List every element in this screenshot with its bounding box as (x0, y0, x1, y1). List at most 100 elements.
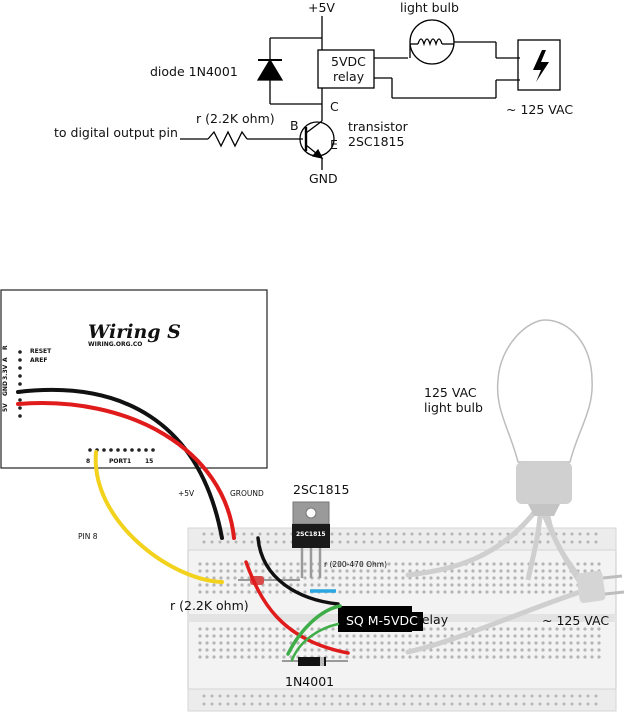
rail-hole (426, 540, 430, 544)
breadboard-hole (471, 655, 475, 659)
breadboard-hole (562, 641, 566, 645)
breadboard-hole (450, 576, 454, 580)
breadboard-hole (198, 562, 202, 566)
breadboard-hole (380, 655, 384, 659)
ground-wire-label: GROUND (230, 489, 264, 498)
breadboard-hole (247, 583, 251, 587)
rail-hole (354, 694, 358, 698)
breadboard-hole (492, 627, 496, 631)
rail-hole (338, 694, 342, 698)
breadboard-hole (569, 583, 573, 587)
breadboard-hole (555, 634, 559, 638)
breadboard-hole (443, 648, 447, 652)
breadboard-hole (261, 590, 265, 594)
board-side-pin (18, 366, 22, 370)
pin-side-a: A (2, 357, 9, 362)
breadboard-hole (415, 576, 419, 580)
breadboard-hole (555, 576, 559, 580)
rail-hole (498, 694, 502, 698)
breadboard-hole (492, 583, 496, 587)
breadboard-hole (345, 590, 349, 594)
rail-hole (266, 540, 270, 544)
rail-hole (306, 702, 310, 706)
board-pin-headers (18, 350, 155, 452)
rail-hole (578, 532, 582, 536)
breadboard-hole (555, 648, 559, 652)
rail-hole (546, 702, 550, 706)
breadboard-hole (254, 634, 258, 638)
rail-hole (410, 540, 414, 544)
rail-hole (338, 532, 342, 536)
breadboard-hole (541, 583, 545, 587)
relay-box (317, 49, 375, 89)
port-end: 15 (145, 458, 154, 465)
breadboard-hole (359, 576, 363, 580)
breadboard-hole (380, 576, 384, 580)
breadboard-hole (513, 627, 517, 631)
rail-hole (426, 702, 430, 706)
breadboard-hole (555, 569, 559, 573)
breadboard-hole (226, 569, 230, 573)
breadboard-hole (457, 641, 461, 645)
transistor-part-label: 2SC1815 (293, 482, 350, 497)
breadboard-hole (268, 583, 272, 587)
rail-hole (234, 540, 238, 544)
breadboard-hole (366, 569, 370, 573)
breadboard-hole (583, 562, 587, 566)
breadboard-hole (576, 655, 580, 659)
ac-source-symbol (517, 39, 561, 91)
breadboard-hole (569, 648, 573, 652)
breadboard-hole (506, 655, 510, 659)
breadboard-hole (471, 648, 475, 652)
rail-hole (562, 702, 566, 706)
breadboard-hole (457, 648, 461, 652)
breadboard-hole (394, 576, 398, 580)
rail-hole (354, 532, 358, 536)
breadboard-hole (394, 641, 398, 645)
breadboard-hole (478, 583, 482, 587)
board-port-pin (130, 448, 134, 452)
rail-hole (362, 694, 366, 698)
breadboard-hole (282, 655, 286, 659)
breadboard-hole (429, 583, 433, 587)
breadboard-hole (513, 569, 517, 573)
bulb-line2: light bulb (424, 400, 483, 415)
breadboard-hole (324, 583, 328, 587)
rail-hole (338, 702, 342, 706)
breadboard-hole (597, 641, 601, 645)
breadboard-hole (443, 634, 447, 638)
board-side-pin (18, 398, 22, 402)
breadboard-hole (436, 627, 440, 631)
breadboard-hole (520, 641, 524, 645)
breadboard-hole (233, 562, 237, 566)
breadboard-hole (380, 590, 384, 594)
rail-hole (522, 694, 526, 698)
breadboard-hole (296, 569, 300, 573)
breadboard-hole (226, 641, 230, 645)
breadboard-hole (303, 583, 307, 587)
breadboard-hole (345, 569, 349, 573)
breadboard-hole (541, 562, 545, 566)
breadboard-hole (254, 648, 258, 652)
breadboard-hole (583, 641, 587, 645)
breadboard-hole (233, 627, 237, 631)
breadboard-hole (569, 576, 573, 580)
pin-side-3v3: 3.3V (2, 364, 9, 380)
breadboard-hole (247, 590, 251, 594)
breadboard-hole (352, 655, 356, 659)
breadboard-hole (555, 562, 559, 566)
rail-hole (202, 702, 206, 706)
breadboard-hole (233, 590, 237, 594)
breadboard-hole (541, 655, 545, 659)
breadboard-hole (226, 583, 230, 587)
breadboard-hole (359, 641, 363, 645)
breadboard-hole (366, 648, 370, 652)
breadboard-hole (485, 648, 489, 652)
resistor-label: r (2.2K ohm) (196, 111, 275, 126)
rail-hole (426, 694, 430, 698)
rail-hole (514, 702, 518, 706)
breadboard-hole (485, 583, 489, 587)
breadboard-hole (562, 583, 566, 587)
breadboard-hole (534, 583, 538, 587)
breadboard-hole (254, 590, 258, 594)
